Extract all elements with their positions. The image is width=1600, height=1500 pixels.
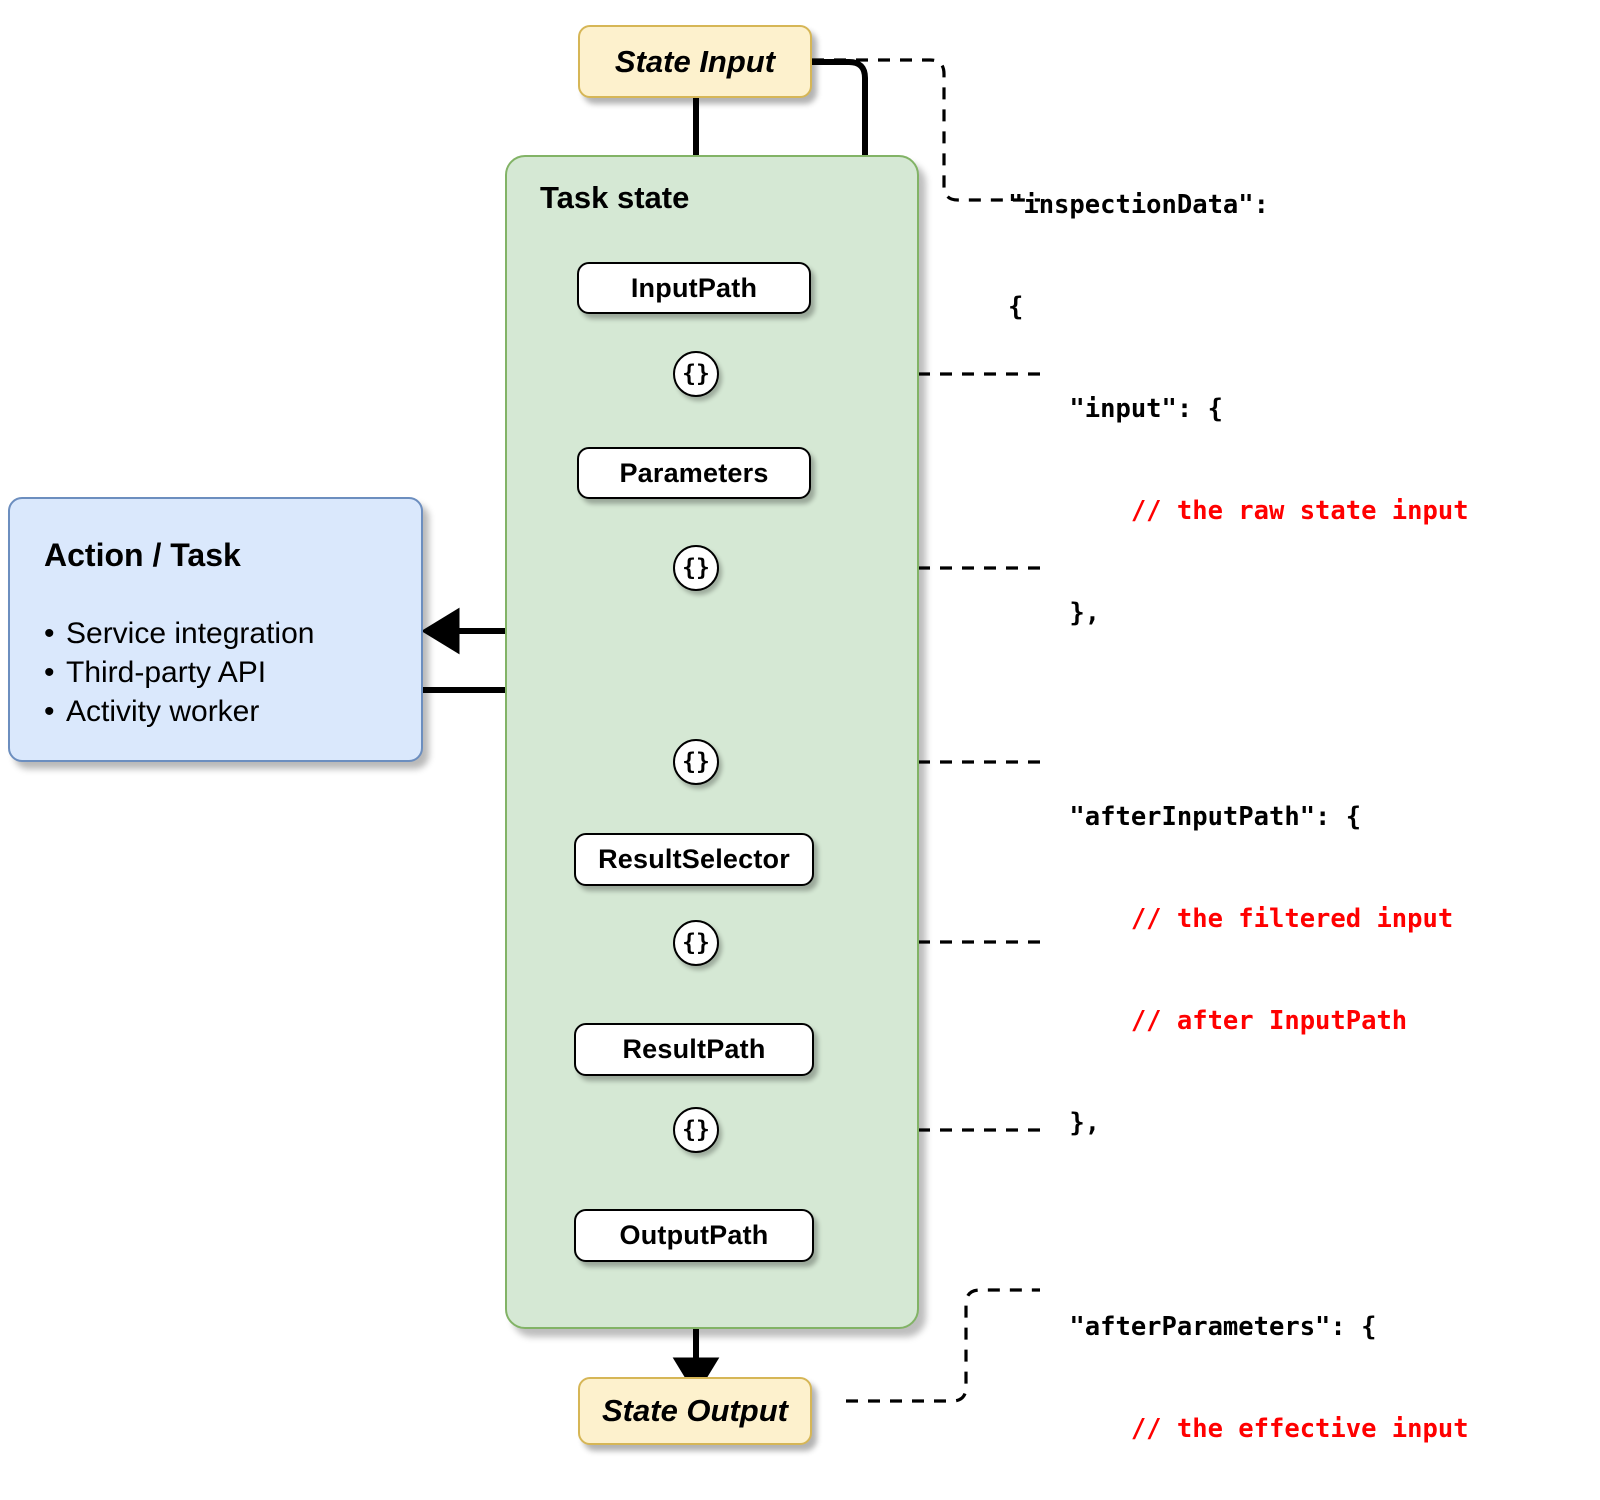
- code-line: },: [1008, 598, 1101, 628]
- code-comment: // the raw state input: [1008, 496, 1469, 526]
- action-task-box[interactable]: Action / Task Service integration Third-…: [8, 497, 423, 762]
- stage-resultselector[interactable]: ResultSelector: [574, 833, 814, 886]
- code-comment: // after InputPath: [1008, 1006, 1408, 1036]
- action-task-item: Service integration: [44, 614, 387, 653]
- code-line: "afterParameters": {: [1008, 1312, 1377, 1342]
- leader-input: [812, 58, 1040, 202]
- code-line: "afterInputPath": {: [1008, 802, 1362, 832]
- state-input-node[interactable]: State Input: [578, 25, 812, 98]
- task-state-title: Task state: [540, 180, 690, 215]
- stage-inputpath[interactable]: InputPath: [577, 262, 811, 314]
- junction-after-resultselector[interactable]: {}: [673, 920, 719, 966]
- stage-resultpath[interactable]: ResultPath: [574, 1023, 814, 1076]
- code-comment: // the effective input: [1008, 1414, 1469, 1444]
- code-line: },: [1008, 1108, 1101, 1138]
- junction-after-inputpath[interactable]: {}: [673, 351, 719, 397]
- state-output-node[interactable]: State Output: [578, 1377, 812, 1445]
- task-state-container: [505, 155, 919, 1329]
- stage-parameters[interactable]: Parameters: [577, 447, 811, 499]
- stage-outputpath[interactable]: OutputPath: [574, 1209, 814, 1262]
- junction-after-resultpath[interactable]: {}: [673, 1107, 719, 1153]
- code-comment: // the filtered input: [1008, 904, 1454, 934]
- inspection-data-code: "inspectionData": { "input": { // the ra…: [1008, 120, 1598, 1500]
- junction-task-result[interactable]: {}: [673, 739, 719, 785]
- action-task-item: Third-party API: [44, 653, 387, 692]
- junction-after-parameters[interactable]: {}: [673, 545, 719, 591]
- code-line: {: [1008, 292, 1024, 322]
- code-line: "input": {: [1008, 394, 1223, 424]
- action-task-item: Activity worker: [44, 692, 387, 731]
- leader-output: [846, 1288, 1040, 1403]
- action-task-list: Service integration Third-party API Acti…: [44, 614, 387, 731]
- code-line: "inspectionData":: [1008, 190, 1269, 220]
- action-task-title: Action / Task: [44, 537, 241, 573]
